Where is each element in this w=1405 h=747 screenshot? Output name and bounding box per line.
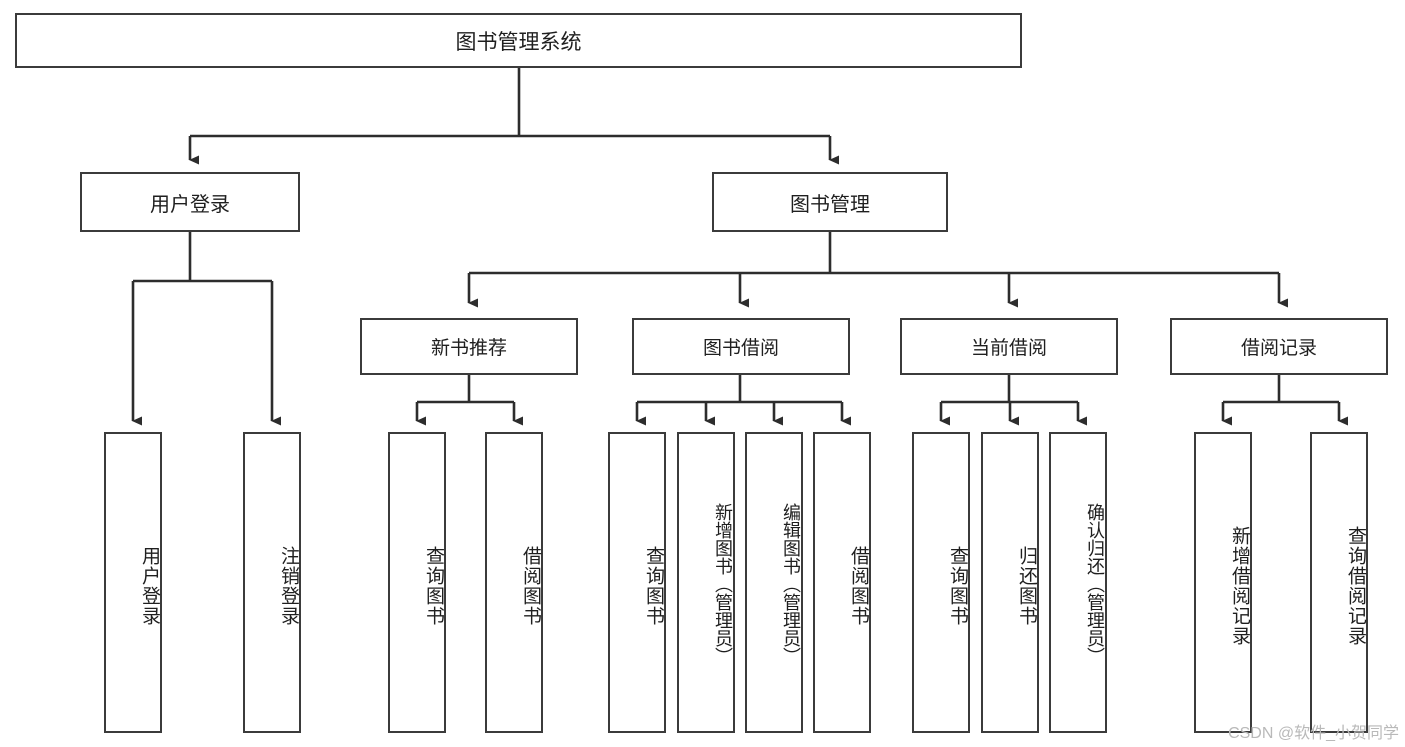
node-root[interactable]: 图书管理系统 <box>15 13 1022 68</box>
leaf-borrow-book-1-label: 借阅图书 <box>520 545 541 626</box>
node-borrow-record-label: 借阅记录 <box>1240 338 1317 359</box>
leaf-add-borrow-record-label: 新增借阅记录 <box>1229 525 1250 646</box>
leaf-return-book-label: 归还图书 <box>1016 545 1037 626</box>
watermark: CSDN @软件_小贺同学 <box>1228 725 1399 742</box>
leaf-edit-book[interactable]: 编辑图书（管理员） <box>745 432 803 733</box>
node-root-label: 图书管理系统 <box>455 30 582 54</box>
leaf-query-book-3[interactable]: 查询图书 <box>912 432 970 733</box>
node-user-login[interactable]: 用户登录 <box>80 172 300 232</box>
node-book-borrow-label: 图书借阅 <box>702 338 779 359</box>
leaf-query-book-2-label: 查询图书 <box>643 545 664 626</box>
leaf-query-borrow-record-label: 查询借阅记录 <box>1345 525 1366 646</box>
leaf-add-book[interactable]: 新增图书（管理员） <box>677 432 735 733</box>
leaf-logout-login[interactable]: 注销登录 <box>243 432 301 733</box>
node-new-book-recommend[interactable]: 新书推荐 <box>360 318 578 375</box>
leaf-confirm-return-label: 确认归还（管理员） <box>1085 502 1105 665</box>
node-borrow-record[interactable]: 借阅记录 <box>1170 318 1388 375</box>
leaf-user-login[interactable]: 用户登录 <box>104 432 162 733</box>
leaf-return-book[interactable]: 归还图书 <box>981 432 1039 733</box>
leaf-query-book-2[interactable]: 查询图书 <box>608 432 666 733</box>
node-book-management[interactable]: 图书管理 <box>712 172 948 232</box>
leaf-add-book-label: 新增图书（管理员） <box>713 502 733 665</box>
node-book-management-label: 图书管理 <box>790 193 870 216</box>
node-user-login-label: 用户登录 <box>150 193 230 216</box>
leaf-query-borrow-record[interactable]: 查询借阅记录 <box>1310 432 1368 733</box>
leaf-logout-login-label: 注销登录 <box>278 545 299 626</box>
leaf-query-book-1[interactable]: 查询图书 <box>388 432 446 733</box>
leaf-query-book-1-label: 查询图书 <box>423 545 444 626</box>
node-current-borrow[interactable]: 当前借阅 <box>900 318 1118 375</box>
node-current-borrow-label: 当前借阅 <box>970 338 1047 359</box>
leaf-borrow-book-1[interactable]: 借阅图书 <box>485 432 543 733</box>
leaf-add-borrow-record[interactable]: 新增借阅记录 <box>1194 432 1252 733</box>
leaf-borrow-book-2[interactable]: 借阅图书 <box>813 432 871 733</box>
leaf-user-login-label: 用户登录 <box>139 545 160 626</box>
node-book-borrow[interactable]: 图书借阅 <box>632 318 850 375</box>
leaf-query-book-3-label: 查询图书 <box>947 545 968 626</box>
leaf-confirm-return[interactable]: 确认归还（管理员） <box>1049 432 1107 733</box>
leaf-edit-book-label: 编辑图书（管理员） <box>781 502 801 665</box>
node-new-book-recommend-label: 新书推荐 <box>430 338 507 359</box>
leaf-borrow-book-2-label: 借阅图书 <box>848 545 869 626</box>
